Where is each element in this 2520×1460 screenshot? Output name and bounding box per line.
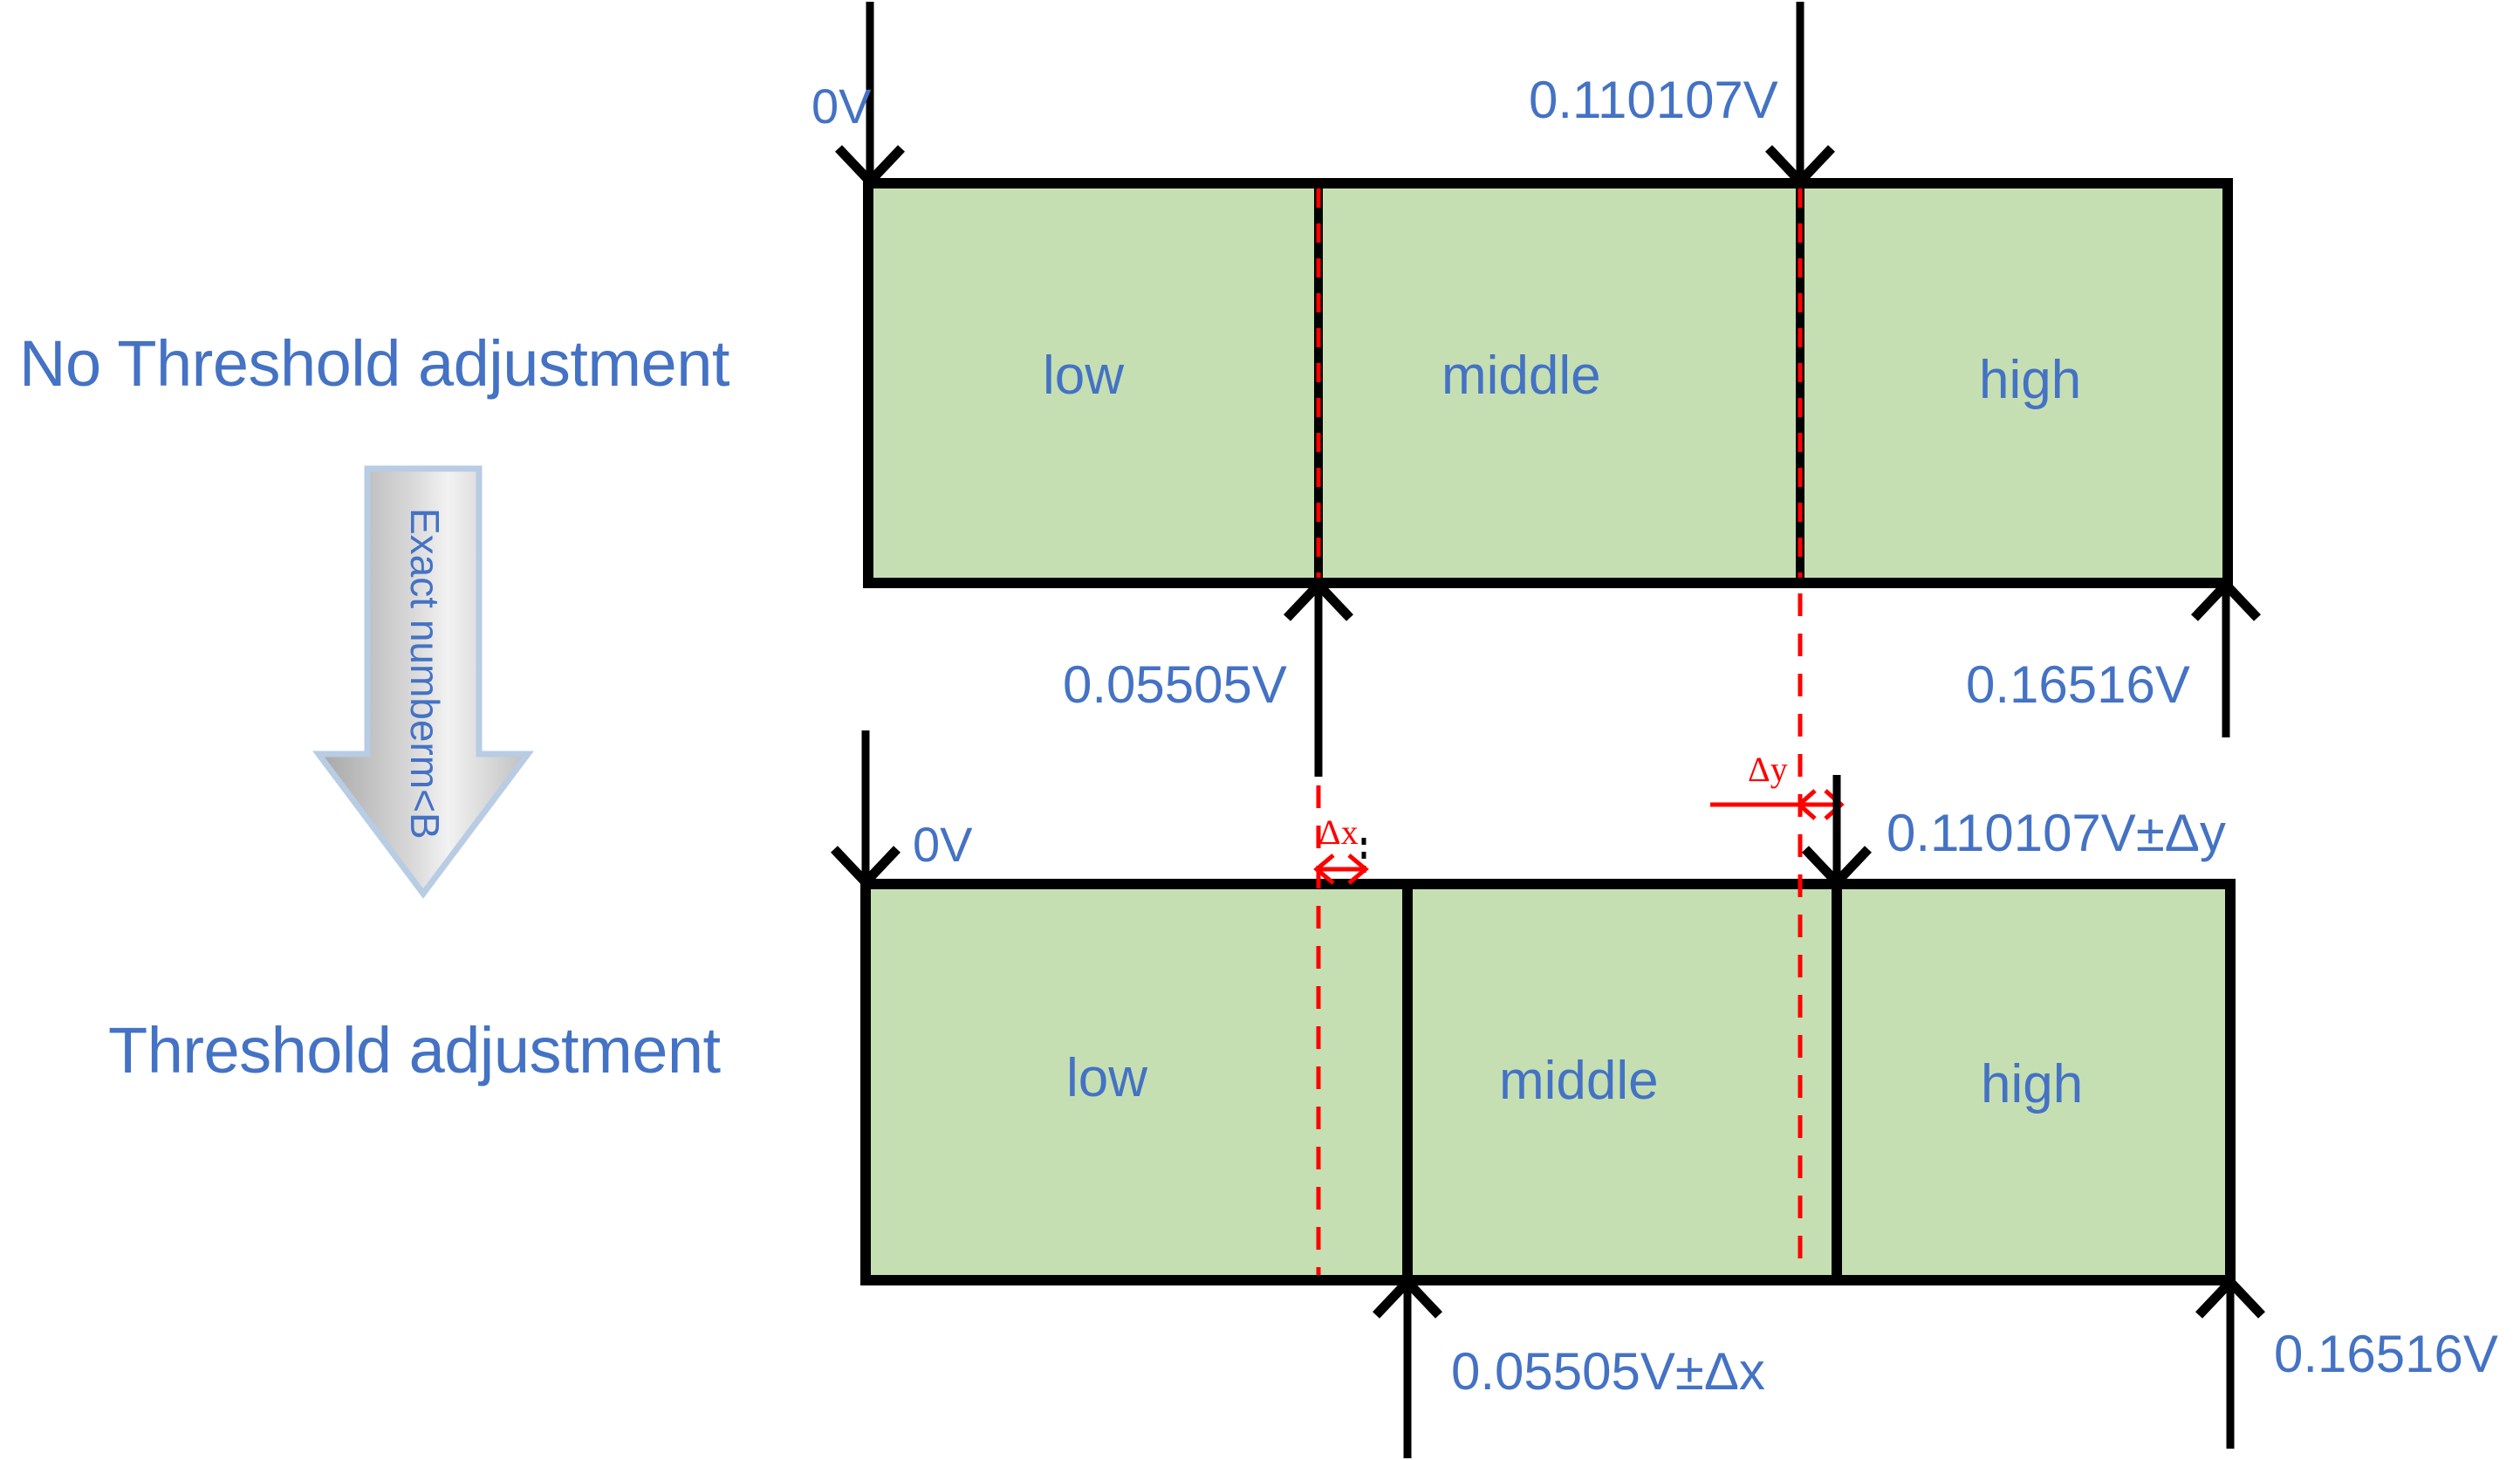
flow-arrow-label: Exact numberm<B [402,508,448,840]
top-cell-label-high: high [1979,350,2082,410]
delta-y-measure-arrow [1710,789,1845,820]
top-label-0v: 0V [811,79,872,134]
bottom-cell-label-middle: middle [1499,1051,1659,1111]
top-arrow-0v [835,2,905,188]
bottom-cell-label-high: high [1981,1054,2084,1114]
section-title-no-threshold-adjustment: No Threshold adjustment [19,327,729,400]
top-arrow-0-16516v [2191,578,2261,737]
bottom-label-0-16516v: 0.16516V [2274,1325,2498,1383]
delta-y-label: Δy [1748,750,1788,789]
top-label-0-110107v: 0.110107V [1529,71,1778,129]
top-cell-label-middle: middle [1441,346,1601,406]
bottom-label-0-110107v-dy: 0.110107V±Δy [1887,804,2226,862]
bottom-cell-label-low: low [1066,1048,1148,1108]
section-title-threshold-adjustment: Threshold adjustment [108,1014,721,1086]
delta-x-label: Δx [1318,812,1359,852]
top-row-group [835,2,2261,777]
bottom-arrow-0-110107v-dy [1802,775,1872,889]
top-label-0-16516v: 0.16516V [1966,655,2190,714]
bottom-row-group [831,593,2265,1458]
top-label-0-05505v: 0.05505V [1063,655,1287,714]
top-arrow-0-110107v [1765,2,1835,188]
bottom-arrow-0v [831,730,900,889]
flow-arrow-shape [312,465,534,899]
delta-x-measure-arrow [1313,853,1369,885]
top-row-rect [863,178,2233,588]
bottom-label-0-05505v-dx: 0.05505V±Δx [1451,1342,1765,1401]
bottom-row-rect [860,879,2236,1285]
bottom-arrow-0-05505v-dx [1373,1275,1442,1458]
top-cell-label-low: low [1043,346,1125,406]
top-arrow-0-05505v [1284,578,1353,777]
bottom-arrow-0-16516v [2195,1275,2265,1449]
bottom-label-0v: 0V [913,817,973,872]
